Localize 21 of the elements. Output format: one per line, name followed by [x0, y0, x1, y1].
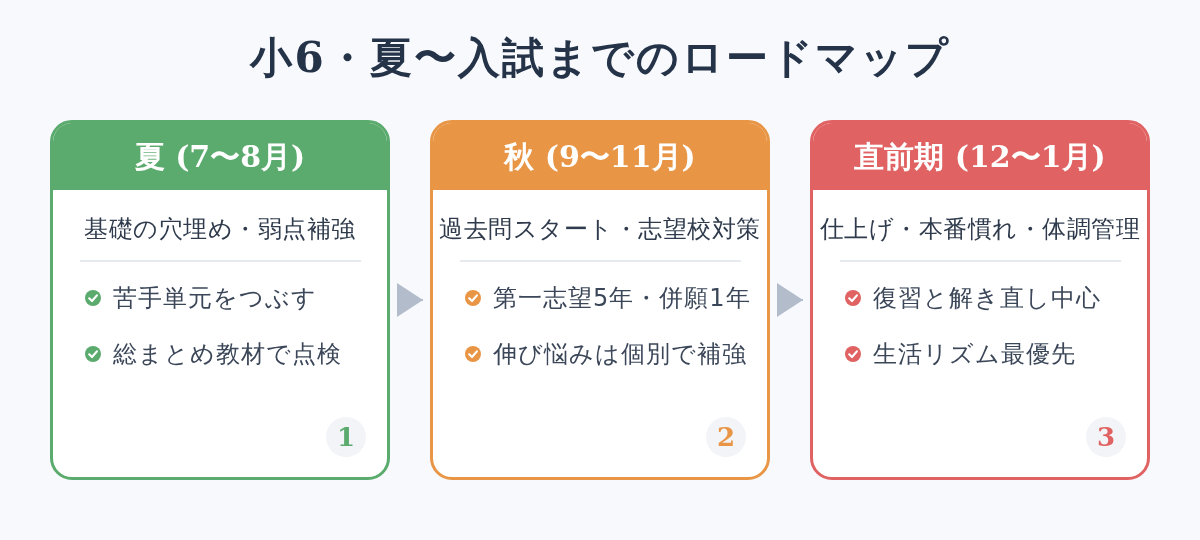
phase-subtitle: 仕上げ・本番慣れ・体調管理	[819, 214, 1141, 245]
checklist-item: 総まとめ教材で点検	[113, 339, 342, 370]
phase-heading: 直前期 (12〜1月)	[813, 123, 1147, 190]
arrow	[776, 283, 804, 317]
checklist-item: 伸び悩みは個別で補強	[493, 339, 747, 370]
checklist-item: 第一志望5年・併願1年	[493, 283, 751, 314]
arrow	[396, 283, 424, 317]
step-number-badge: 3	[1086, 417, 1126, 457]
phase-heading: 夏 (7〜8月)	[53, 123, 387, 190]
checklist-item: 生活リズム最優先	[873, 339, 1076, 370]
step-number-badge: 1	[326, 417, 366, 457]
diagram-title: 小6・夏〜入試までのロードマップ	[250, 32, 950, 84]
checklist-item: 苦手単元をつぶす	[113, 283, 317, 314]
phase-card	[50, 120, 390, 480]
phase-subtitle: 基礎の穴埋め・弱点補強	[84, 214, 356, 245]
phase-subtitle: 過去問スタート・志望校対策	[439, 214, 761, 245]
checklist-item: 復習と解き直し中心	[873, 283, 1101, 314]
phase-card	[810, 120, 1150, 480]
phase-card	[430, 120, 770, 480]
phase-heading: 秋 (9〜11月)	[433, 123, 767, 190]
step-number-badge: 2	[706, 417, 746, 457]
